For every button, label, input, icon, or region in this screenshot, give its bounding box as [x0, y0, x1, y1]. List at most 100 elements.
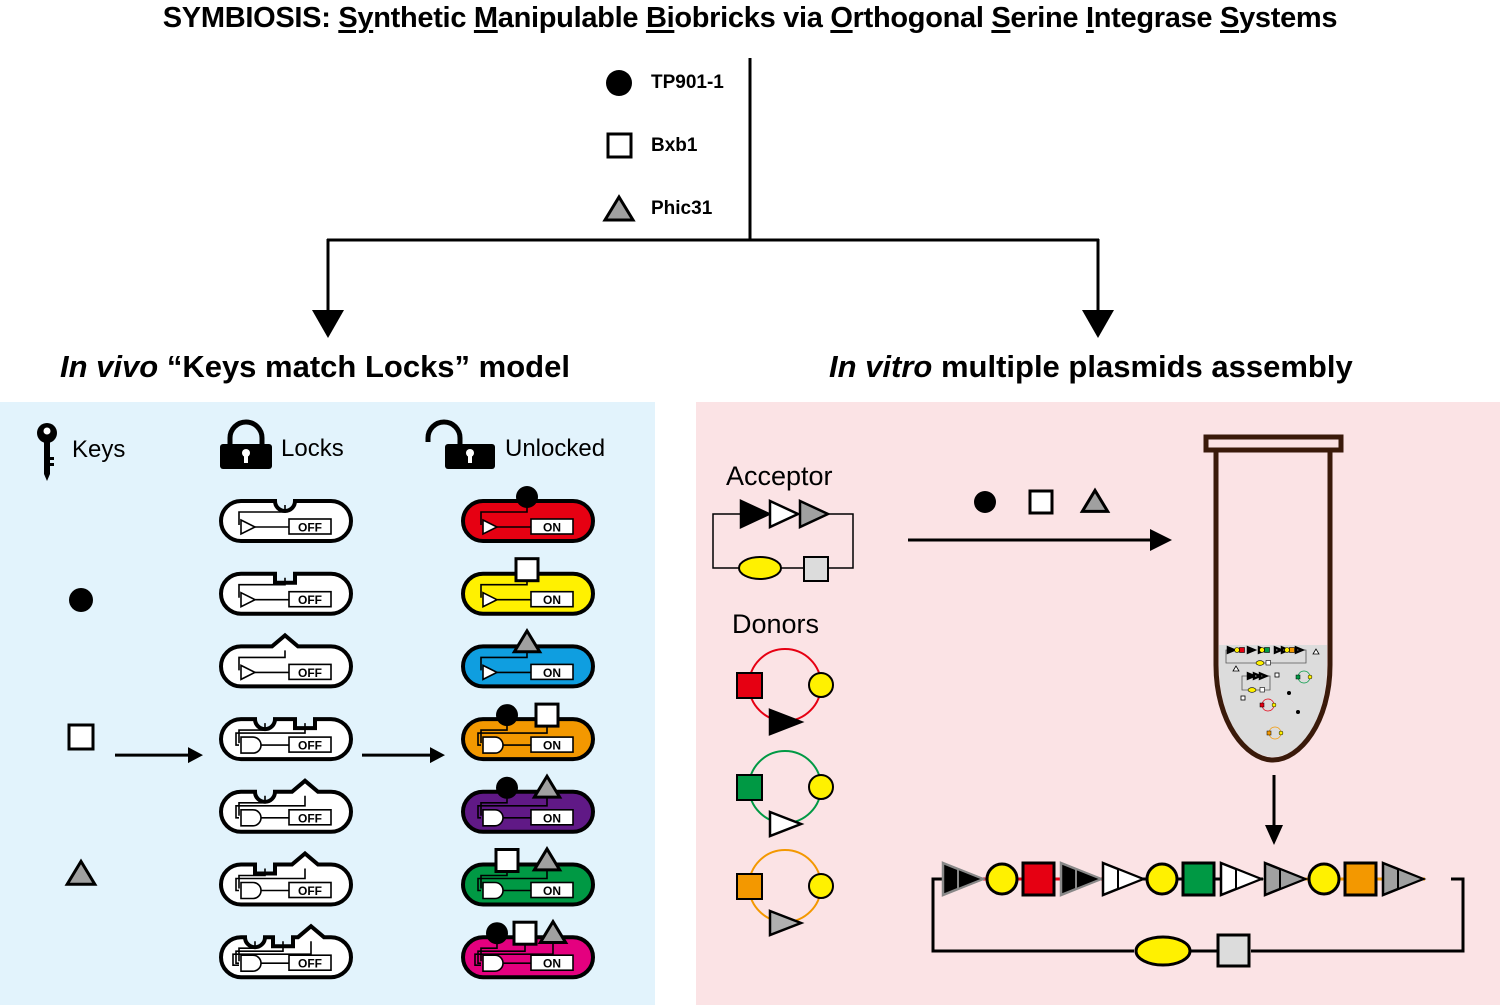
circuit-wire — [235, 868, 306, 892]
off-label-box — [288, 736, 332, 753]
circuit-wire — [232, 941, 312, 967]
on-label-box — [530, 808, 574, 826]
product-gene-icon — [1181, 861, 1216, 897]
circuit-wire — [238, 795, 266, 816]
product-promoter-icon — [1134, 935, 1192, 967]
title-segment: ystems — [1239, 2, 1338, 34]
lock-cell: OFF — [219, 717, 353, 762]
title-segment: Bi — [645, 2, 675, 34]
donor-attb-icon — [768, 909, 805, 937]
title-segment: S — [991, 2, 1011, 34]
mini-triangle-icon — [1312, 648, 1320, 655]
off-label: OFF — [298, 811, 322, 825]
arrow-right-icon — [1150, 529, 1172, 551]
lock-cell: OFF — [219, 499, 353, 543]
keys-header: Keys — [72, 436, 126, 463]
square-key-icon — [67, 723, 95, 751]
circle-key-icon — [496, 776, 518, 799]
attr-inner-icon — [1397, 867, 1426, 891]
legend-square-icon — [606, 132, 633, 159]
on-label: ON — [543, 521, 561, 535]
attp-tp901-icon — [739, 499, 772, 529]
and-gate-icon — [240, 881, 262, 900]
legend-circle-icon — [606, 70, 632, 96]
left-section-title: In vivo “Keys match Locks” model — [60, 349, 570, 385]
square-key-icon — [514, 557, 540, 583]
tube-contents — [1225, 645, 1320, 740]
mini-site-icon — [1226, 645, 1238, 655]
mini-circle-icon — [1287, 691, 1291, 695]
mini-promoter-icon — [1278, 730, 1284, 736]
tube-bottom — [1213, 648, 1333, 763]
mini-site-icon — [1273, 645, 1285, 655]
attr-inner-icon — [1235, 867, 1264, 891]
and-gate-icon — [482, 736, 504, 754]
off-label-box — [288, 808, 332, 826]
mini-circle-icon — [1296, 710, 1300, 714]
triangle-integrase-icon — [1079, 487, 1111, 513]
off-label: OFF — [298, 957, 322, 971]
attr-inner-icon — [1075, 867, 1104, 891]
mini-site-icon — [1246, 671, 1258, 681]
mini-promoter-icon — [1307, 674, 1313, 680]
donor-gene-icon — [736, 672, 763, 699]
mini-promoter-icon — [1259, 647, 1265, 653]
product-promoter-icon — [1145, 862, 1179, 896]
acceptor-marker-icon — [803, 556, 829, 582]
triangle-key-icon — [537, 918, 569, 945]
and-gate-icon — [482, 809, 504, 827]
promoter-icon — [482, 591, 499, 608]
product-promoter-icon — [1307, 862, 1341, 896]
triangle-key-icon — [511, 627, 543, 654]
left-title-rest: “Keys match Locks” model — [158, 349, 570, 384]
off-label: OFF — [298, 666, 322, 680]
square-key-icon — [494, 848, 520, 873]
promoter-icon — [240, 664, 257, 681]
on-label: ON — [543, 666, 561, 680]
donors-label: Donors — [732, 609, 820, 639]
acceptor-backbone — [712, 513, 740, 569]
mini-promoter-icon — [1284, 647, 1290, 653]
legend-label-tp901: TP901-1 — [651, 72, 724, 93]
donor-promoter-icon — [808, 873, 834, 899]
mini-gene-icon — [1295, 674, 1301, 680]
off-label: OFF — [298, 521, 322, 535]
circuit-wire — [477, 939, 526, 965]
title-segment: rthogonal — [852, 2, 992, 34]
title-segment: Sy — [338, 2, 374, 34]
and-gate-icon — [240, 809, 262, 827]
and-gate-icon — [240, 736, 262, 754]
on-label-box — [530, 954, 574, 972]
product-backbone — [1251, 877, 1465, 953]
donor-attb-icon — [768, 810, 805, 838]
circle-key-icon — [69, 588, 93, 612]
attl-inner-icon — [1117, 867, 1146, 891]
right-title-italic: In vitro — [829, 349, 933, 384]
arrow-right-icon — [188, 747, 203, 764]
mini-gene-icon — [1259, 702, 1265, 708]
circle-key-icon — [486, 922, 508, 945]
title-segment: obricks via — [674, 2, 831, 34]
tube-liquid — [1219, 645, 1327, 757]
lock-cell: OFF — [219, 632, 353, 689]
legend-label-phic31: Phic31 — [651, 198, 713, 219]
square-key-icon — [534, 702, 560, 728]
mini-site-icon — [1294, 645, 1306, 655]
mini-promoter-icon — [1234, 647, 1240, 653]
mini-marker-icon — [1265, 660, 1271, 666]
product-promoter-icon — [985, 862, 1019, 896]
circle-integrase-icon — [974, 491, 996, 513]
lock-cell: OFF — [219, 850, 353, 907]
on-label-box — [530, 736, 574, 753]
lock-cell: OFF — [219, 923, 353, 980]
and-gate-icon — [482, 954, 504, 972]
assembled-plasmid — [931, 861, 1465, 968]
off-label-box — [288, 881, 332, 899]
donor-promoter-icon — [808, 774, 834, 800]
promoter-icon — [482, 518, 499, 536]
circuit-wire — [238, 650, 286, 671]
on-label-box — [530, 663, 574, 681]
promoter-icon — [482, 664, 499, 681]
donor-plasmid — [736, 849, 834, 937]
product-backbone — [931, 877, 1134, 953]
